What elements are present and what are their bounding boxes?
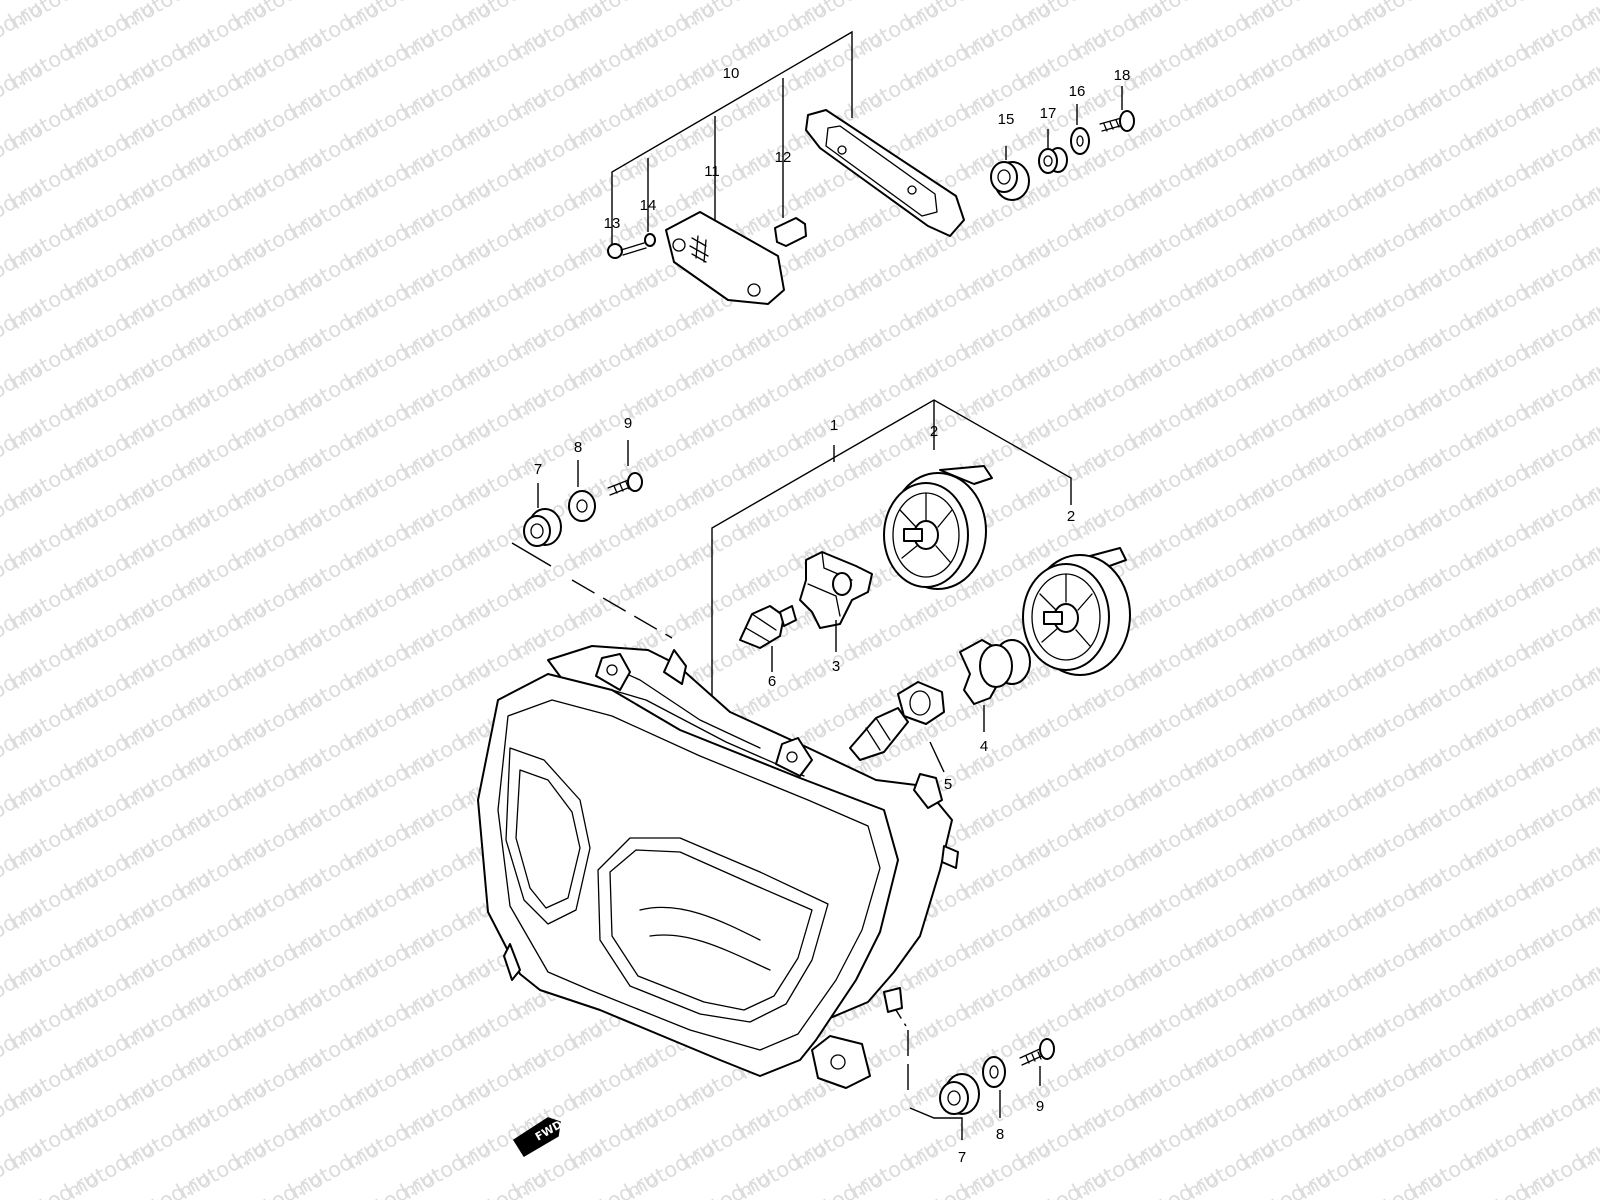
callout-11: 11	[704, 163, 720, 180]
upper-mount-hardware	[511, 440, 673, 639]
callout-9-lower: 9	[1036, 1098, 1044, 1115]
grommet-7-upper	[523, 508, 562, 547]
screw-9-upper	[607, 472, 643, 496]
screw-9-lower	[1019, 1038, 1055, 1066]
callout-10: 10	[723, 65, 740, 82]
callout-8-upper: 8	[574, 439, 582, 456]
collar-17	[1038, 147, 1068, 174]
callout-6: 6	[768, 673, 776, 690]
lower-mount-hardware	[895, 1009, 1055, 1140]
headlight-housing	[477, 645, 959, 1089]
bulb-5	[849, 681, 945, 761]
washer-16	[1070, 127, 1090, 155]
forward-direction-badge: FWD	[512, 1117, 564, 1158]
callout-15: 15	[998, 111, 1015, 128]
callout-7-upper: 7	[534, 461, 542, 478]
grommet-7-lower	[939, 1073, 980, 1115]
bulb-socket-4	[959, 639, 1031, 705]
callout-13: 13	[604, 215, 621, 232]
callout-2-lower: 2	[1067, 508, 1075, 525]
bulb-6	[739, 605, 797, 649]
bulb-socket-cover-2-lower	[1022, 547, 1131, 676]
washer-8-lower	[982, 1056, 1006, 1088]
position-lamp-assembly	[607, 30, 1135, 305]
watermark-text: motod.ru	[0, 1135, 46, 1200]
callout-4: 4	[980, 738, 988, 755]
callout-16: 16	[1069, 83, 1086, 100]
callout-7-lower: 7	[958, 1149, 966, 1166]
callout-numbers: 10 11 12 13 14 15 16 17 18 1 2 2 3 4 5 6…	[534, 65, 1131, 1166]
callout-8-lower: 8	[996, 1126, 1004, 1143]
bulb-socket-cover-2-upper	[883, 465, 993, 590]
callout-3: 3	[832, 658, 840, 675]
callout-18: 18	[1114, 67, 1131, 84]
callout-5: 5	[944, 776, 952, 793]
bolt-18	[1099, 110, 1135, 132]
headlight-subassembly	[711, 399, 1131, 773]
callout-9-upper: 9	[624, 415, 632, 432]
callout-14: 14	[640, 197, 657, 214]
bulb-socket-3	[799, 551, 873, 629]
grommet-15	[990, 161, 1030, 201]
position-lamp-lens	[665, 211, 785, 305]
headlight-lens	[477, 673, 899, 1077]
screw-13	[607, 243, 623, 259]
callout-1: 1	[830, 417, 838, 434]
washer-8-upper	[568, 490, 596, 522]
fwd-arrow-icon	[512, 1117, 561, 1158]
lamp-bracket	[805, 109, 965, 237]
position-bulb	[774, 217, 807, 247]
washer-14	[644, 233, 656, 247]
callout-12: 12	[775, 149, 792, 166]
callout-2-upper: 2	[930, 423, 938, 440]
callout-17: 17	[1040, 105, 1057, 122]
